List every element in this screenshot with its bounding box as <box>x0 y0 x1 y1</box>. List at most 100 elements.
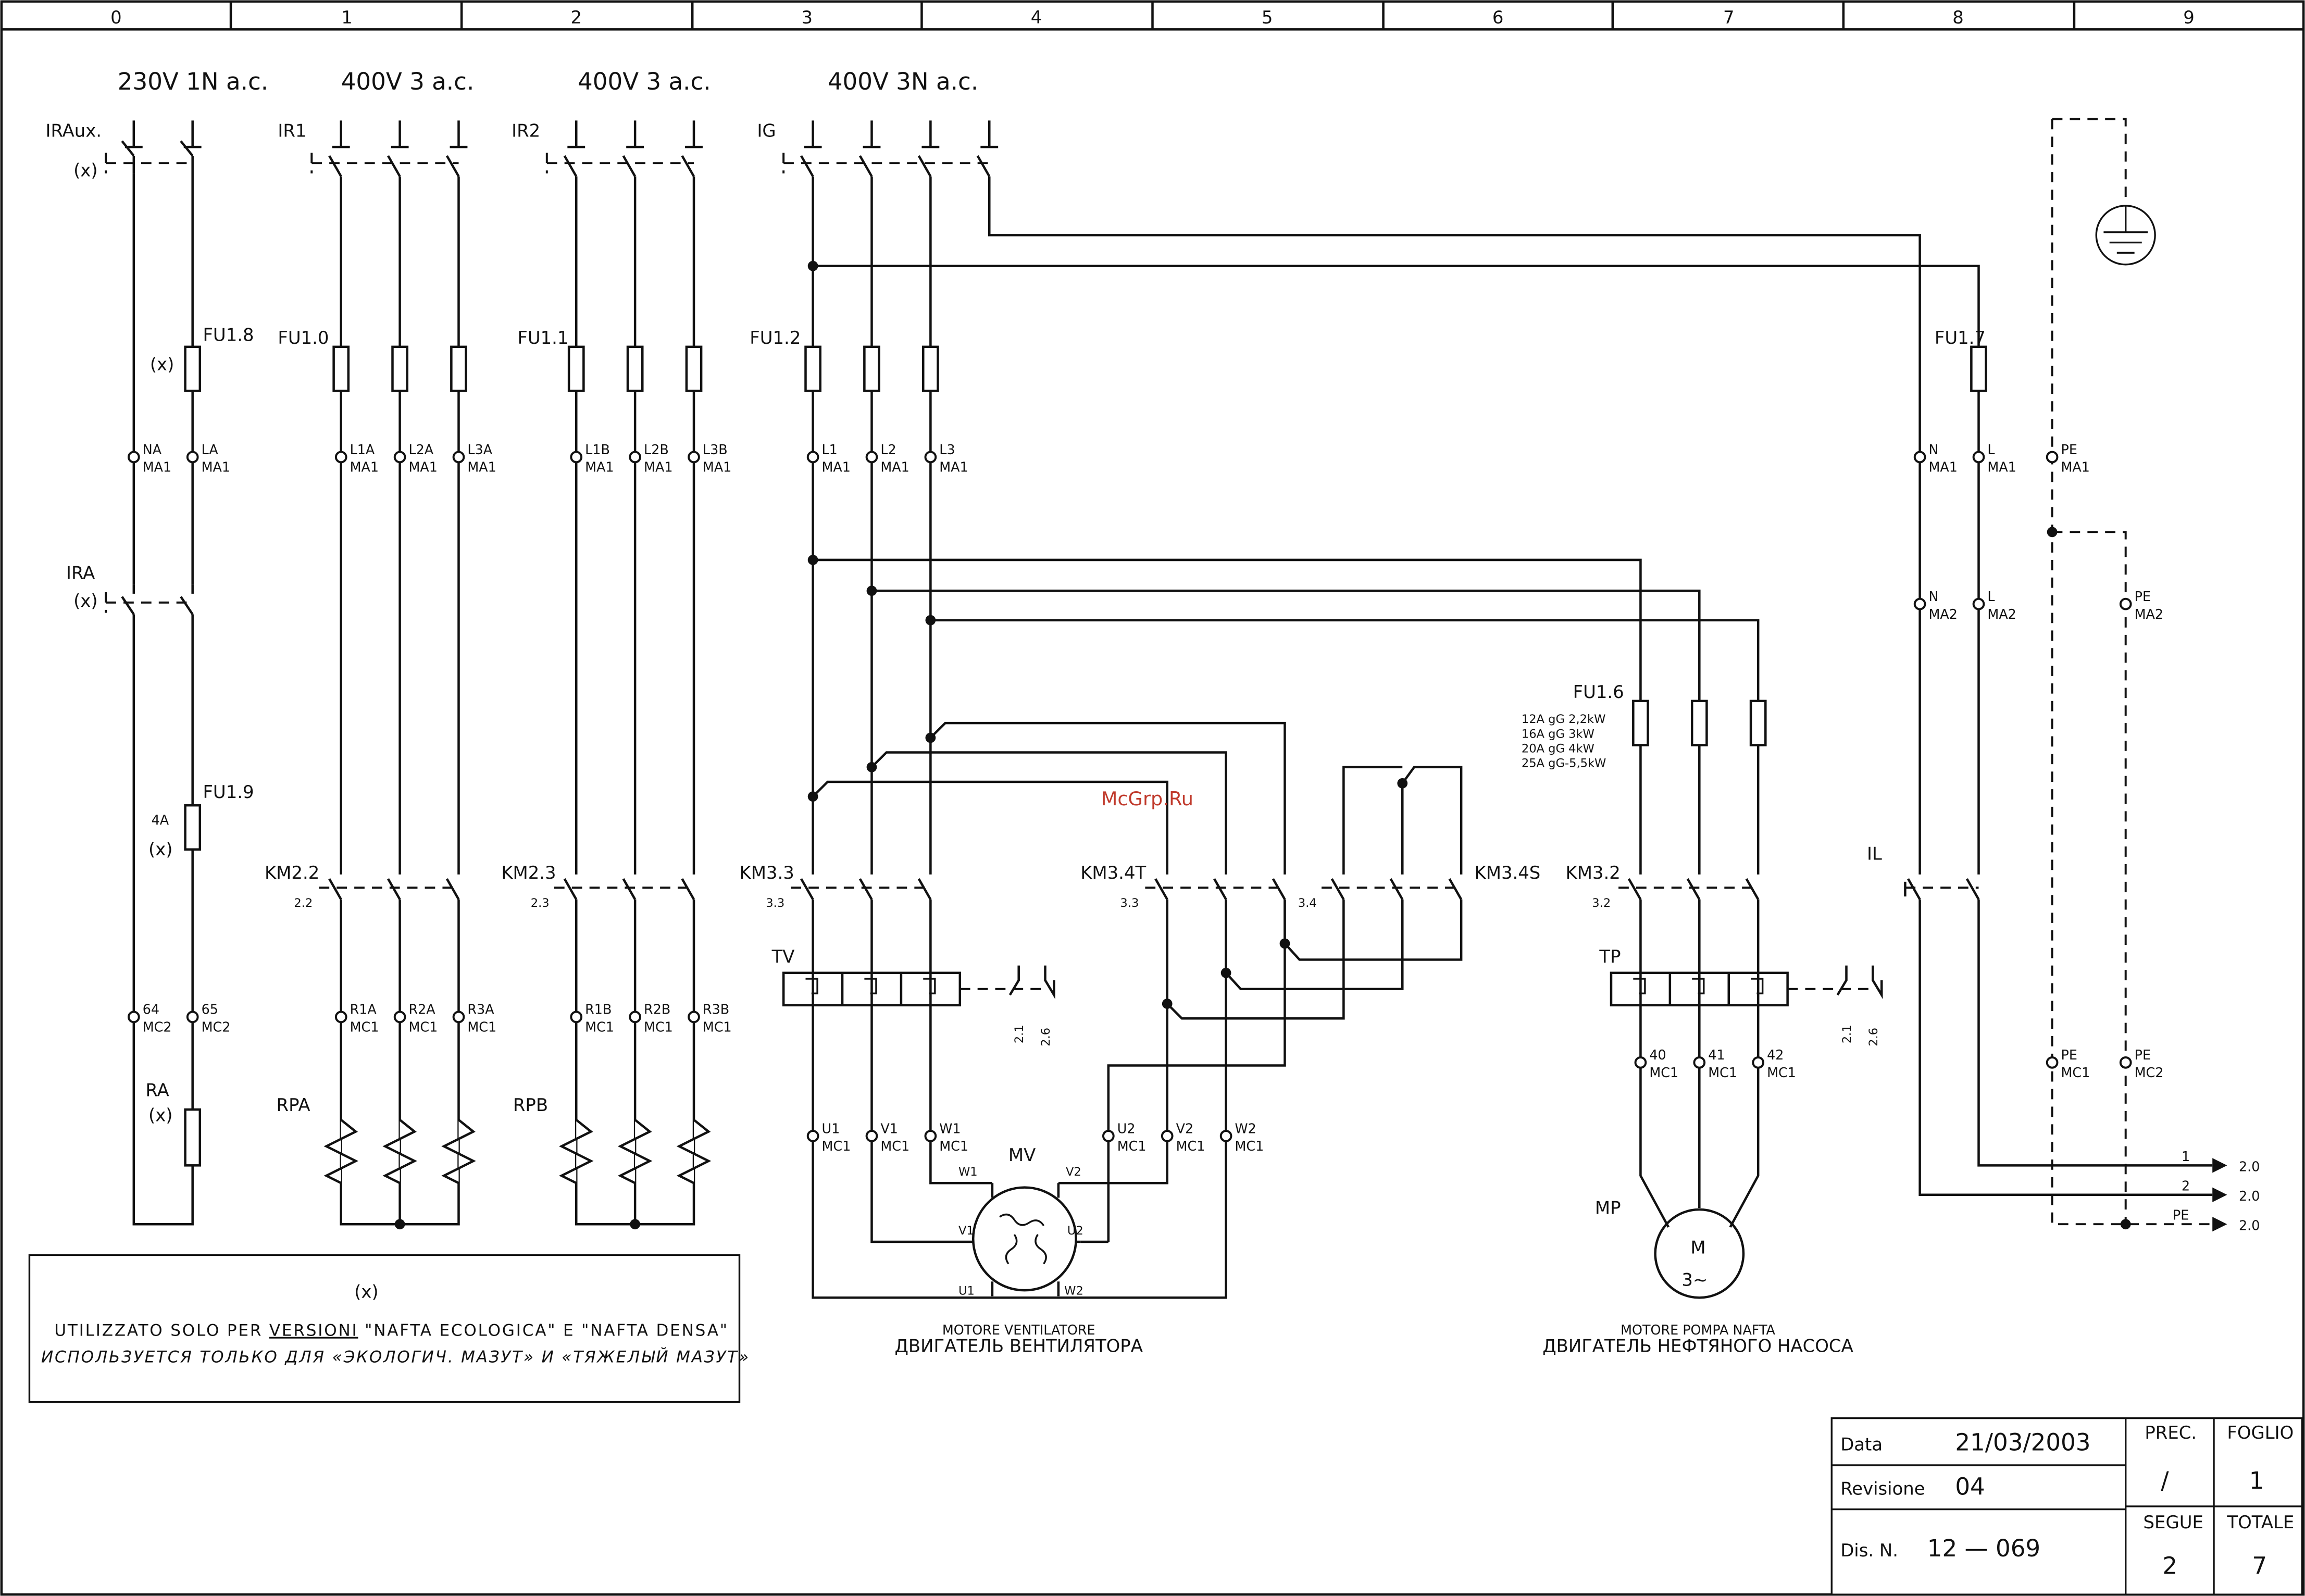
term-42-bot: MC1 <box>1767 1065 1796 1080</box>
fu19-x-mark: (x) <box>148 839 172 859</box>
term-n-bot: MA1 <box>1929 459 1958 475</box>
term-l1b-bot: MA1 <box>585 459 614 475</box>
term-u2-top: U2 <box>1117 1120 1136 1136</box>
km23-ref: 2.3 <box>531 896 550 910</box>
tb-data-label: Data <box>1840 1435 1883 1455</box>
term-65-bot: MC2 <box>202 1019 231 1035</box>
tb-prec-value: / <box>2161 1467 2169 1494</box>
term-l-ma2-bot: MA2 <box>1987 606 2016 622</box>
term-pe-ma2-top: PE <box>2135 589 2151 604</box>
tb-dis-label: Dis. N. <box>1840 1540 1898 1561</box>
ir2-label: IR2 <box>512 120 540 141</box>
output-pe-num: PE <box>2173 1207 2189 1223</box>
term-l1-bot: MA1 <box>822 459 851 475</box>
note-line-2: ИСПОЛЬЗУЕТСЯ ТОЛЬКО ДЛЯ «ЭКОЛОГИЧ. МАЗУТ… <box>41 1346 750 1366</box>
mv-label: MV <box>1008 1145 1036 1165</box>
tb-rev-label: Revisione <box>1840 1478 1925 1499</box>
term-w1-bot: MC1 <box>939 1138 968 1154</box>
term-l3b-top: L3B <box>703 442 728 457</box>
term-r3b-bot: MC1 <box>703 1019 732 1035</box>
term-n-top: N <box>1929 442 1939 457</box>
fu17-label: FU1.7 <box>1935 328 1986 348</box>
fu10-label: FU1.0 <box>278 328 329 348</box>
note-line-1: UTILIZZATO SOLO PER VERSIONI "NAFTA ECOL… <box>54 1321 728 1340</box>
term-la-top: LA <box>202 442 219 457</box>
circuit-wiring <box>132 156 2213 1299</box>
mp-label: MP <box>1595 1198 1621 1218</box>
term-l3-bot: MA1 <box>939 459 968 475</box>
term-w2-top: W2 <box>1235 1120 1256 1136</box>
term-41-top: 41 <box>1708 1047 1725 1063</box>
fu16-rating-1: 12A gG 2,2kW <box>1522 713 1606 726</box>
fu16-label: FU1.6 <box>1573 682 1624 702</box>
fu16-rating-4: 25A gG-5,5kW <box>1522 757 1606 770</box>
term-64-top: 64 <box>143 1002 159 1017</box>
fu16-rating-2: 16A gG 3kW <box>1522 727 1594 741</box>
tp-label: TP <box>1599 946 1621 967</box>
term-l2-bot: MA1 <box>880 459 909 475</box>
term-r3b-top: R3B <box>703 1002 729 1017</box>
tv-aux-ref-1: 2.1 <box>1013 1025 1026 1043</box>
term-n-ma2-top: N <box>1929 589 1939 604</box>
km34s-label: KM3.4S <box>1475 863 1541 883</box>
column-numbers: 0 1 2 3 4 5 6 7 8 9 <box>110 7 2195 28</box>
term-l1a-bot: MA1 <box>350 459 379 475</box>
fu18-label: FU1.8 <box>203 325 254 345</box>
km33-label: KM3.3 <box>739 863 794 883</box>
fan-motor <box>970 1183 1081 1296</box>
term-l1b-top: L1B <box>585 442 610 457</box>
km22-label: KM2.2 <box>265 863 319 883</box>
pump-caption-ru: ДВИГАТЕЛЬ НЕФТЯНОГО НАСОСА <box>1542 1336 1853 1356</box>
output-2-ref: 2.0 <box>2239 1188 2260 1204</box>
term-la-bot: MA1 <box>202 459 230 475</box>
term-l2a-top: L2A <box>409 442 434 457</box>
output-arrows <box>2212 1158 2227 1232</box>
contactor-contacts <box>328 867 1980 900</box>
il-label: IL <box>1867 844 1882 864</box>
tv-aux-ref-2: 2.6 <box>1039 1028 1053 1046</box>
tb-foglio-value: 1 <box>2249 1467 2264 1494</box>
tv-label: TV <box>771 946 795 967</box>
term-pe-mc2-top: PE <box>2135 1047 2151 1063</box>
output-2-num: 2 <box>2182 1178 2190 1193</box>
km34t-label: KM3.4T <box>1080 863 1146 883</box>
fu18-x-mark: (x) <box>150 354 174 375</box>
term-pe-mc1-bot: MC1 <box>2061 1065 2090 1080</box>
term-r2a-bot: MC1 <box>409 1019 438 1035</box>
output-1-ref: 2.0 <box>2239 1159 2260 1175</box>
fan-caption-ru: ДВИГАТЕЛЬ ВЕНТИЛЯТОРА <box>894 1336 1142 1356</box>
tb-data-value: 21/03/2003 <box>1955 1429 2090 1456</box>
earth-symbol <box>2095 205 2156 266</box>
mv-term-v2: V2 <box>1066 1165 1081 1179</box>
column-2: 2 <box>570 7 582 28</box>
supply-r2-label: 400V 3 a.c. <box>578 68 711 95</box>
term-v1-bot: MC1 <box>880 1138 909 1154</box>
supply-main-label: 400V 3N a.c. <box>828 68 978 95</box>
term-r1a-top: R1A <box>350 1002 377 1017</box>
heater-zigzags <box>323 1119 712 1184</box>
term-40-top: 40 <box>1649 1047 1666 1063</box>
km33-ref: 3.3 <box>766 896 784 910</box>
tb-rev-value: 04 <box>1955 1473 1985 1500</box>
term-41-bot: MC1 <box>1708 1065 1737 1080</box>
term-r3a-top: R3A <box>467 1002 494 1017</box>
column-6: 6 <box>1492 7 1504 28</box>
term-r2b-top: R2B <box>644 1002 670 1017</box>
ira-label: IRA <box>66 563 95 583</box>
mp-motor-3phase: 3~ <box>1681 1270 1708 1290</box>
term-w2-bot: MC1 <box>1235 1138 1264 1154</box>
term-l3a-bot: MA1 <box>467 459 496 475</box>
mv-term-u2: U2 <box>1067 1224 1083 1238</box>
km34t-ref: 3.3 <box>1120 896 1139 910</box>
km32-label: KM3.2 <box>1566 863 1621 883</box>
column-0: 0 <box>110 7 122 28</box>
term-v2-top: V2 <box>1176 1120 1194 1136</box>
supply-aux-label: 230V 1N a.c. <box>118 68 268 95</box>
mv-term-w2: W2 <box>1064 1285 1083 1298</box>
ra-x-mark: (x) <box>148 1105 172 1126</box>
output-1-num: 1 <box>2182 1149 2190 1164</box>
overload-tp <box>1610 965 1883 1007</box>
